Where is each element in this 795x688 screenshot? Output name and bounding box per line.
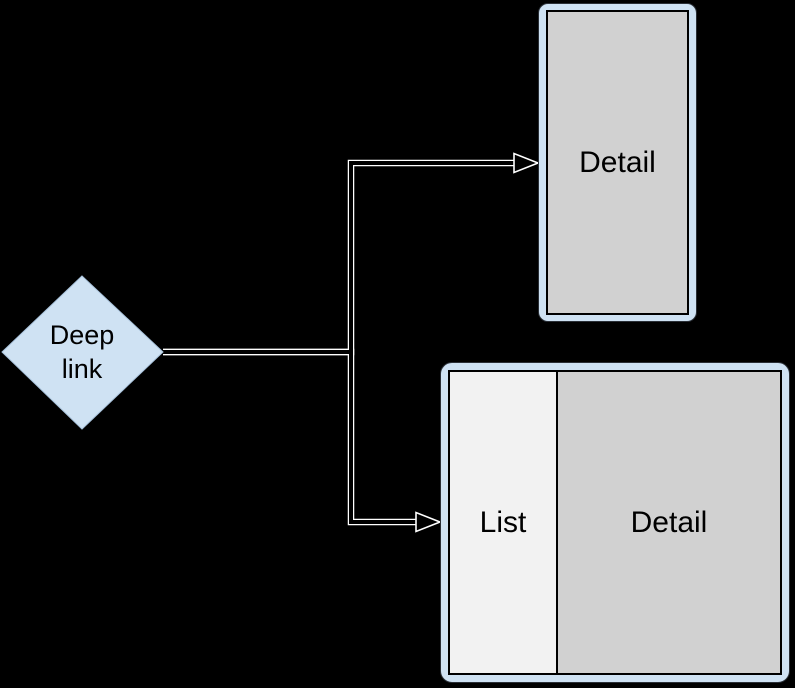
connector-deep-link-to-tablet-casing: [163, 348, 420, 526]
phone-detail-label: Detail: [579, 145, 656, 179]
arrowhead-to-phone: [513, 152, 541, 174]
arrowhead-to-tablet: [415, 511, 443, 533]
tablet-list-label: List: [479, 505, 527, 539]
connector-deep-link-to-phone-core: [163, 161, 518, 354]
deep-link-label: Deep link: [49, 320, 115, 384]
phone-screen: Detail: [546, 10, 689, 315]
connector-deep-link-to-tablet-core: [163, 350, 420, 524]
phone-device-frame: Detail: [538, 3, 697, 322]
tablet-list-pane: List: [450, 372, 558, 673]
connector-deep-link-to-phone-casing: [163, 159, 518, 356]
tablet-detail-label: Detail: [630, 505, 708, 539]
tablet-detail-pane: Detail: [558, 372, 780, 673]
tablet-screen: List Detail: [448, 370, 782, 675]
tablet-device-frame: List Detail: [440, 362, 790, 683]
